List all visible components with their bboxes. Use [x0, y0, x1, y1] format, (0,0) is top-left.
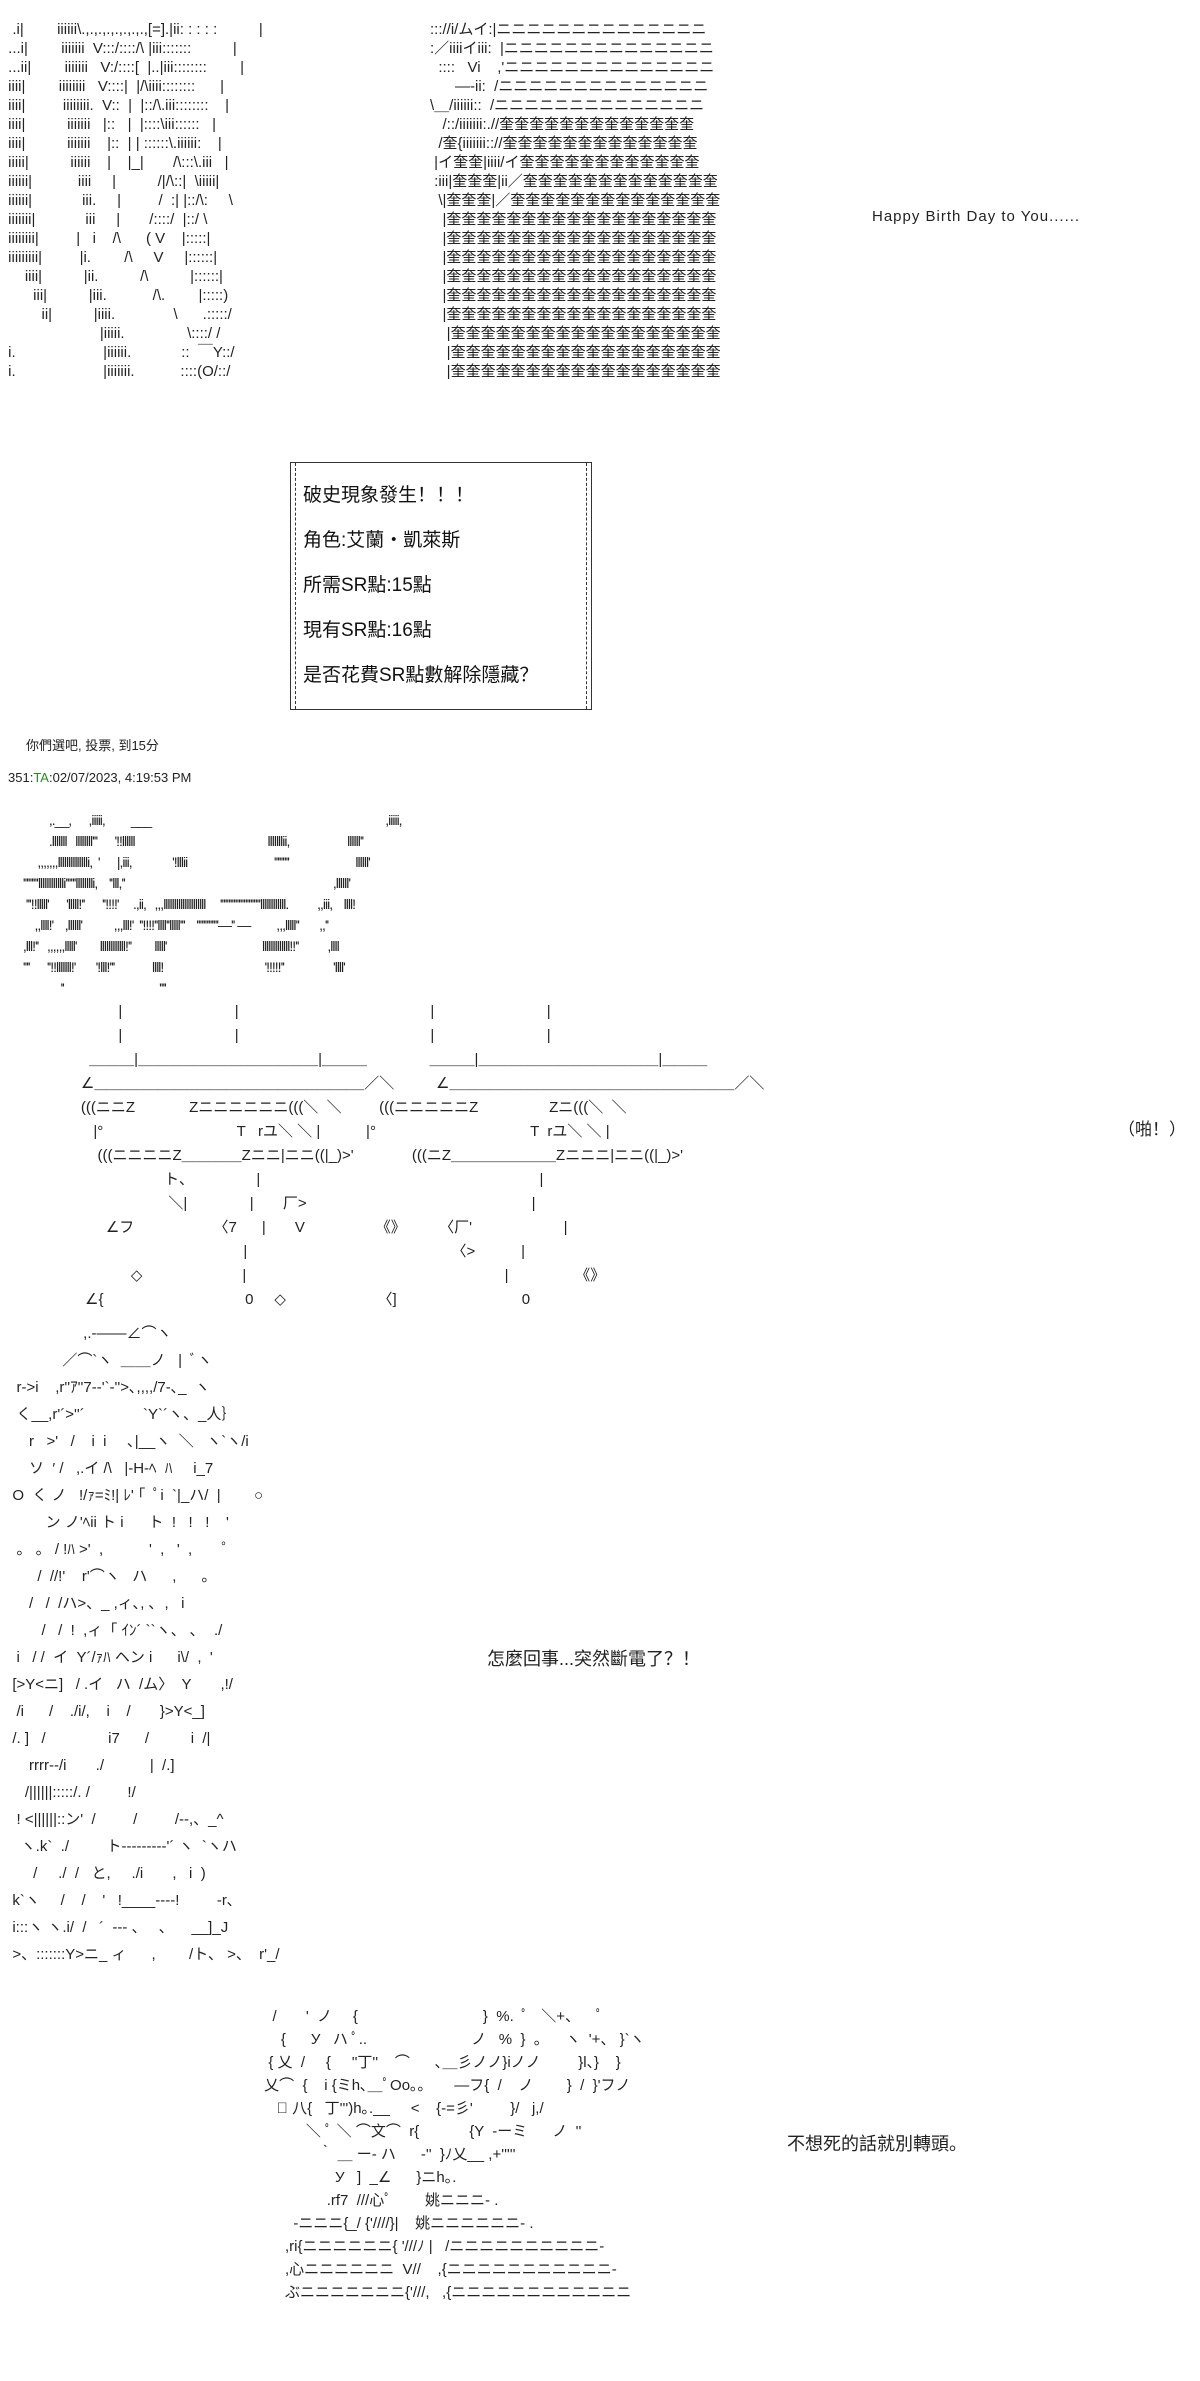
status-line-question: 是否花費SR點數解除隱藏？ — [303, 665, 539, 686]
status-line-event: 破史現象發生！！！ — [303, 485, 475, 506]
ascii-art-sfx-crash: ,.__, ,iiiii, ___ ,iiiii, .lllllll lllll… — [22, 812, 403, 996]
post-timestamp: :02/07/2023, 4:19:53 PM — [48, 770, 192, 785]
girl-dialogue: 怎麼回事...突然斷電了？！ — [487, 1649, 701, 1669]
status-line-current-sr: 現有SR點:16點 — [303, 620, 432, 641]
post-separator: : — [29, 770, 34, 785]
ascii-art-breaker-switches: | | | | | | | — [80, 1003, 765, 1308]
ascii-art-girl: ,.-――∠⌒ヽ ／⌒`ヽ ＿＿ノ | ﾞヽ r‐>i ,r''ｱ''7-‐'`… — [12, 1325, 280, 1963]
status-line-required-sr: 所需SR點:15點 — [303, 575, 432, 596]
status-line-character: 角色:艾蘭‧凱萊斯 — [303, 530, 461, 551]
sfx-snap-text: （啪！） — [1118, 1120, 1186, 1139]
ascii-art-shadow-figure: / ' ノ { } %. ﾟ ＼+、 ﾟ { У ハ ﾟ.. ノ % } 。 ヽ… — [264, 2008, 645, 2301]
post-header: 351:TA:02/07/2023, 4:19:53 PM — [8, 770, 191, 785]
sfx-text-hidden: ガシャ―ン！ — [0, 0, 6, 1]
shadow-dialogue: 不想死的話就別轉頭。 — [787, 2134, 967, 2154]
status-box: 破史現象發生！！！ 角色:艾蘭‧凱萊斯 所需SR點:15點 現有SR點:16點 … — [290, 462, 592, 710]
birthday-caption: Happy Birth Day to You...... — [872, 208, 1081, 225]
ascii-art-top-right: ::://i/ムイ:|ニニニニニニニニニニニニニニ :／iiiiイiii: |ニ… — [430, 21, 721, 380]
ascii-art-top-left: .i| iiiiii\.,.,.,.,.,.,.,.,[=].|ii: : : … — [8, 21, 263, 380]
author-comment: 你們選吧, 投票, 到15分 — [26, 738, 159, 753]
post-number: 351 — [8, 770, 30, 785]
post-author[interactable]: TA — [33, 770, 49, 785]
